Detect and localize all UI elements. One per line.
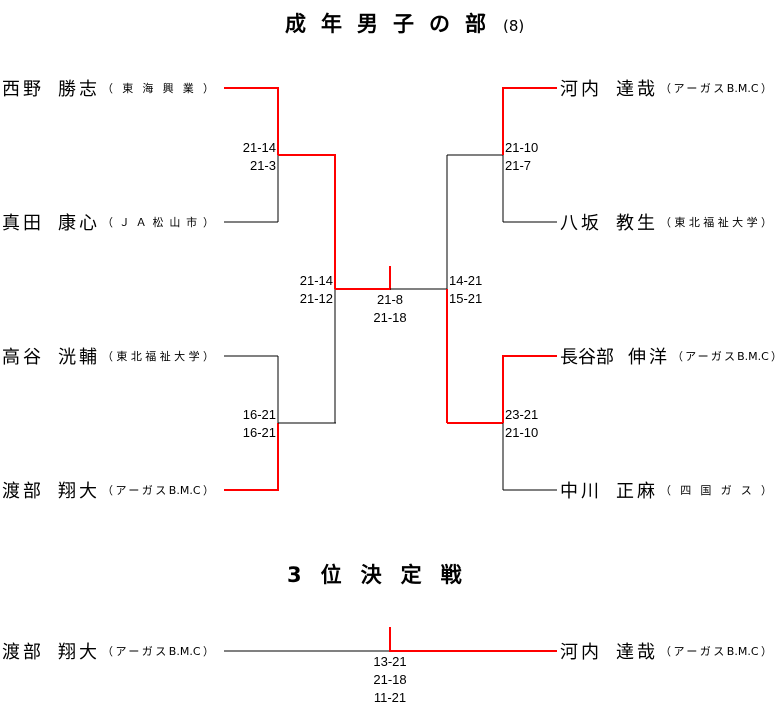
third-place-title: 3位決定戦 [287,559,481,589]
game-score: 21-18 [373,310,407,325]
player-entry-r2: 八坂教生（東北福祉大学） [560,209,782,235]
player-entry-l1: 西野勝志（東海興業） [2,75,222,101]
main-title-label: 成年男子の部 [285,12,501,36]
player-surname: 真田 [2,213,44,234]
player-given-name: 翔大 [58,481,100,502]
game-score: 21-3 [249,158,276,173]
player-surname: 中川 [560,481,602,502]
player-surname: 八坂 [560,213,602,234]
player-surname: 西野 [2,79,44,100]
game-score: 21-14 [299,273,333,288]
game-score: 21-8 [376,292,404,307]
game-score: 11-21 [373,690,407,705]
player-affiliation: （アーガスB.M.C） [660,645,772,658]
player-given-name: 洸輔 [58,347,100,368]
player-given-name: 伸洋 [628,347,670,368]
player-affiliation: （アーガスB.M.C） [102,484,214,497]
player-surname: 長谷部 [560,347,614,368]
player-given-name: 達哉 [616,79,658,100]
score-qf-l2: 16-21 16-21 [216,406,276,442]
score-qf-l1: 21-14 21-3 [216,139,276,175]
game-score: 21-10 [505,140,539,155]
player-affiliation: （東北福祉大学） [660,216,772,229]
score-sf-r: 14-21 15-21 [449,272,509,308]
player-entry-r4: 中川正麻（四国ガス） [560,477,782,503]
player-entry-r1: 河内達哉（アーガスB.M.C） [560,75,782,101]
score-sf-l: 21-14 21-12 [273,272,333,308]
player-affiliation: （ＪＡ松山市） [102,216,214,229]
player-entry-r3: 長谷部伸洋（アーガスB.M.C） [560,343,782,369]
game-score: 13-21 [373,654,407,669]
player-given-name: 教生 [616,213,658,234]
game-score: 23-21 [505,407,539,422]
game-score: 16-21 [242,425,276,440]
third-place-title-label: 3位決定戦 [287,563,481,587]
game-score: 16-21 [242,407,276,422]
game-score: 14-21 [449,273,483,288]
player-surname: 渡部 [2,481,44,502]
player-entry-l4: 渡部翔大（アーガスB.M.C） [2,477,222,503]
main-title-count: (8) [503,17,525,35]
score-final: 21-8 21-18 [350,291,430,327]
score-third: 13-21 21-18 11-21 [350,653,430,707]
player-affiliation: （アーガスB.M.C） [660,82,772,95]
game-score: 21-7 [505,158,532,173]
player-given-name: 翔大 [58,642,100,663]
player-affiliation: （アーガスB.M.C） [102,645,214,658]
game-score: 21-18 [373,672,407,687]
player-affiliation: （四国ガス） [660,484,772,497]
player-given-name: 達哉 [616,642,658,663]
player-surname: 渡部 [2,642,44,663]
game-score: 15-21 [449,291,483,306]
score-qf-r2: 23-21 21-10 [505,406,565,442]
player-entry-third-left: 渡部翔大（アーガスB.M.C） [2,638,222,664]
game-score: 21-12 [299,291,333,306]
player-given-name: 康心 [58,213,100,234]
game-score: 21-10 [505,425,539,440]
player-surname: 河内 [560,79,602,100]
player-entry-third-right: 河内達哉（アーガスB.M.C） [560,638,782,664]
player-affiliation: （東海興業） [102,82,214,95]
player-entry-l2: 真田康心（ＪＡ松山市） [2,209,222,235]
player-affiliation: （東北福祉大学） [102,350,214,363]
player-given-name: 正麻 [616,481,658,502]
game-score: 21-14 [242,140,276,155]
player-surname: 河内 [560,642,602,663]
score-qf-r1: 21-10 21-7 [505,139,565,175]
player-given-name: 勝志 [58,79,100,100]
player-affiliation: （アーガスB.M.C） [672,350,782,363]
player-surname: 高谷 [2,347,44,368]
main-title: 成年男子の部(8) [285,8,524,38]
player-entry-l3: 高谷洸輔（東北福祉大学） [2,343,222,369]
